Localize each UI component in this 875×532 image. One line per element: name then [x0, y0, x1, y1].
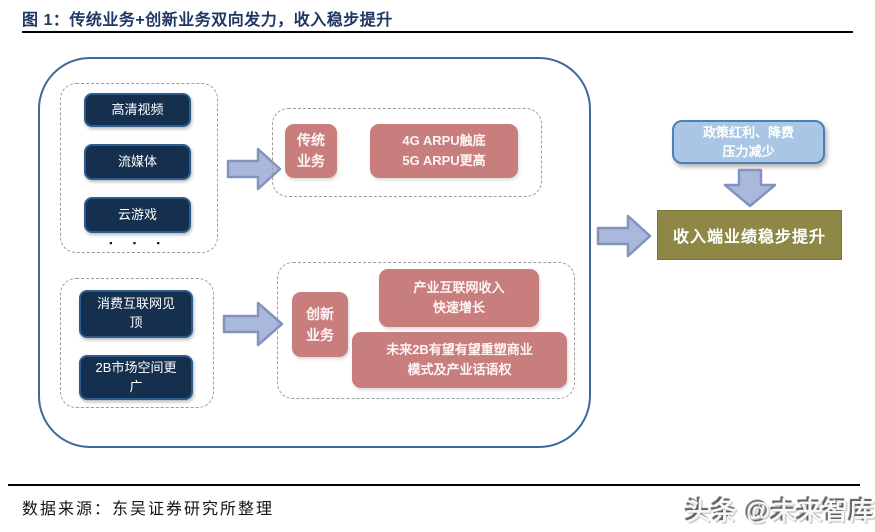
- 2b-market-line1: 2B市场空间更: [95, 359, 177, 375]
- innovation-inputs-group: [60, 278, 214, 408]
- input-box-consumer-internet: 消费互联网见 顶: [79, 290, 193, 338]
- policy-box: 政策红利、降费 压力减少: [672, 120, 825, 164]
- input-box-cloud-gaming-label: 云游戏: [117, 206, 157, 222]
- input-box-streaming-label: 流媒体: [117, 153, 157, 169]
- consumer-internet-line2: 顶: [129, 315, 143, 330]
- innovation-business-group: [277, 262, 575, 399]
- arpu-outcome-box: 4G ARPU触底 5G ARPU更高: [370, 124, 518, 178]
- innovation-business-line2: 业务: [306, 326, 334, 343]
- input-box-streaming: 流媒体: [84, 144, 191, 180]
- footer-divider: [8, 484, 860, 486]
- input-box-hd-video: 高清视频: [84, 93, 191, 127]
- figure-title: 图 1：传统业务+创新业务双向发力，收入稳步提升: [22, 12, 393, 29]
- policy-line1: 政策红利、降费: [702, 124, 794, 140]
- traditional-business-box: 传统 业务: [285, 124, 337, 178]
- arrow-down-icon: [723, 168, 777, 208]
- input-box-cloud-gaming: 云游戏: [84, 197, 191, 233]
- data-source: 数据来源：东吴证券研究所整理: [22, 501, 275, 518]
- industrial-internet-box: 产业互联网收入 快速增长: [379, 269, 539, 327]
- future-2b-box: 未来2B有望有望重塑商业 模式及产业话语权: [352, 332, 567, 388]
- traditional-business-line1: 传统: [297, 132, 325, 148]
- traditional-business-group: [272, 108, 542, 197]
- innovation-business-line1: 创新: [306, 305, 334, 322]
- traditional-business-line2: 业务: [297, 153, 325, 169]
- policy-line2: 压力减少: [722, 144, 775, 159]
- ellipsis-dots: ▪ ▪ ▪: [109, 238, 169, 248]
- input-box-2b-market: 2B市场空间更 广: [79, 355, 193, 400]
- arpu-outcome-line1: 4G ARPU触底: [402, 132, 486, 148]
- arrow-right-icon: [226, 147, 282, 191]
- industrial-internet-line2: 快速增长: [432, 300, 485, 315]
- arrow-right-icon: [596, 214, 652, 258]
- conclusion-label: 收入端业绩稳步提升: [672, 229, 826, 246]
- arpu-outcome-line2: 5G ARPU更高: [402, 153, 486, 168]
- 2b-market-line2: 广: [129, 378, 143, 394]
- watermark: 头条 @未来智库: [686, 498, 875, 526]
- arrow-right-icon: [222, 301, 284, 347]
- consumer-internet-line1: 消费互联网见: [96, 296, 175, 312]
- title-divider: [22, 31, 853, 33]
- future-2b-line2: 模式及产业话语权: [407, 362, 512, 377]
- industrial-internet-line1: 产业互联网收入: [413, 279, 505, 295]
- input-box-hd-video-label: 高清视频: [111, 101, 164, 117]
- traditional-inputs-group: [60, 83, 218, 253]
- innovation-business-box: 创新 业务: [292, 292, 348, 357]
- conclusion-box: 收入端业绩稳步提升: [657, 210, 842, 260]
- future-2b-line1: 未来2B有望有望重塑商业: [386, 341, 533, 357]
